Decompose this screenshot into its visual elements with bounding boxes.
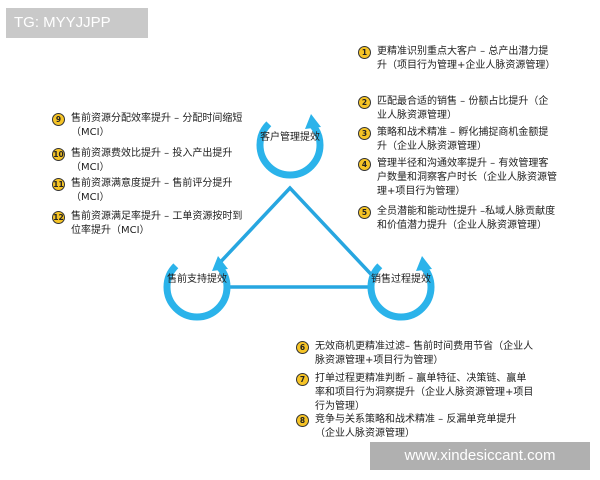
- list-item: 9 售前资源分配效率提升 – 分配时间缩短（MCI）: [52, 112, 252, 140]
- item-text: 打单过程更精准判断 – 赢单特征、决策链、赢单率和项目行为洞察提升（企业人脉资源…: [315, 373, 534, 412]
- number-badge: 10: [52, 148, 65, 161]
- item-text: 更精准识别重点大客户 – 总产出潜力提升（项目行为管理+企业人脉资源管理）: [377, 46, 556, 71]
- item-text: 售前资源费效比提升 – 投入产出提升（MCI）: [71, 148, 233, 173]
- number-badge: 5: [358, 206, 371, 219]
- number-badge: 6: [296, 341, 309, 354]
- list-item: 12 售前资源满足率提升 – 工单资源按时到位率提升（MCI）: [52, 210, 252, 238]
- number-badge: 1: [358, 46, 371, 59]
- list-item: 4 管理半径和沟通效率提升 – 有效管理客户数量和洞察客户时长（企业人脉资源管理…: [358, 157, 558, 199]
- number-badge: 2: [358, 96, 371, 109]
- triangle-connector: [192, 185, 388, 289]
- item-text: 管理半径和沟通效率提升 – 有效管理客户数量和洞察客户时长（企业人脉资源管理+项…: [377, 158, 557, 197]
- list-item: 7 打单过程更精准判断 – 赢单特征、决策链、赢单率和项目行为洞察提升（企业人脉…: [296, 372, 536, 414]
- list-item: 10 售前资源费效比提升 – 投入产出提升（MCI）: [52, 147, 252, 175]
- item-text: 匹配最合适的销售 – 份额占比提升（企业人脉资源管理）: [377, 96, 549, 121]
- list-item: 8 竞争与关系策略和战术精准 – 反漏单竞单提升（企业人脉资源管理）: [296, 413, 536, 441]
- list-item: 6 无效商机更精准过滤– 售前时间费用节省（企业人脉资源管理+项目行为管理）: [296, 340, 536, 368]
- node-label-right: 销售过程提效: [371, 274, 431, 285]
- number-badge: 9: [52, 113, 65, 126]
- number-badge: 4: [358, 158, 371, 171]
- item-text: 售前资源满足率提升 – 工单资源按时到位率提升（MCI）: [71, 211, 243, 236]
- list-item: 5 全员潜能和能动性提升 –私域人脉贡献度和价值潜力提升（企业人脉资源管理）: [358, 205, 558, 233]
- number-badge: 12: [52, 211, 65, 224]
- number-badge: 7: [296, 373, 309, 386]
- number-badge: 3: [358, 127, 371, 140]
- list-item: 1 更精准识别重点大客户 – 总产出潜力提升（项目行为管理+企业人脉资源管理）: [358, 45, 558, 73]
- item-text: 策略和战术精准 – 孵化捕捉商机金额提升（企业人脉资源管理）: [377, 127, 549, 152]
- list-item: 11 售前资源满意度提升 – 售前评分提升（MCI）: [52, 177, 252, 205]
- item-text: 无效商机更精准过滤– 售前时间费用节省（企业人脉资源管理+项目行为管理）: [315, 341, 534, 366]
- list-item: 2 匹配最合适的销售 – 份额占比提升（企业人脉资源管理）: [358, 95, 558, 123]
- number-badge: 8: [296, 414, 309, 427]
- number-badge: 11: [52, 178, 65, 191]
- ring-left: [163, 256, 231, 321]
- ring-right: [367, 256, 435, 321]
- watermark-top: TG: MYYJJPP: [6, 8, 148, 38]
- item-text: 售前资源满意度提升 – 售前评分提升（MCI）: [71, 178, 233, 203]
- ring-top: [256, 114, 324, 179]
- list-item: 3 策略和战术精准 – 孵化捕捉商机金额提升（企业人脉资源管理）: [358, 126, 558, 154]
- node-label-left: 售前支持提效: [167, 274, 227, 285]
- node-label-top: 客户管理提效: [260, 132, 320, 143]
- item-text: 竞争与关系策略和战术精准 – 反漏单竞单提升（企业人脉资源管理）: [315, 414, 517, 439]
- item-text: 全员潜能和能动性提升 –私域人脉贡献度和价值潜力提升（企业人脉资源管理）: [377, 206, 556, 231]
- item-text: 售前资源分配效率提升 – 分配时间缩短（MCI）: [71, 113, 243, 138]
- watermark-bottom: www.xindesiccant.com: [370, 442, 590, 470]
